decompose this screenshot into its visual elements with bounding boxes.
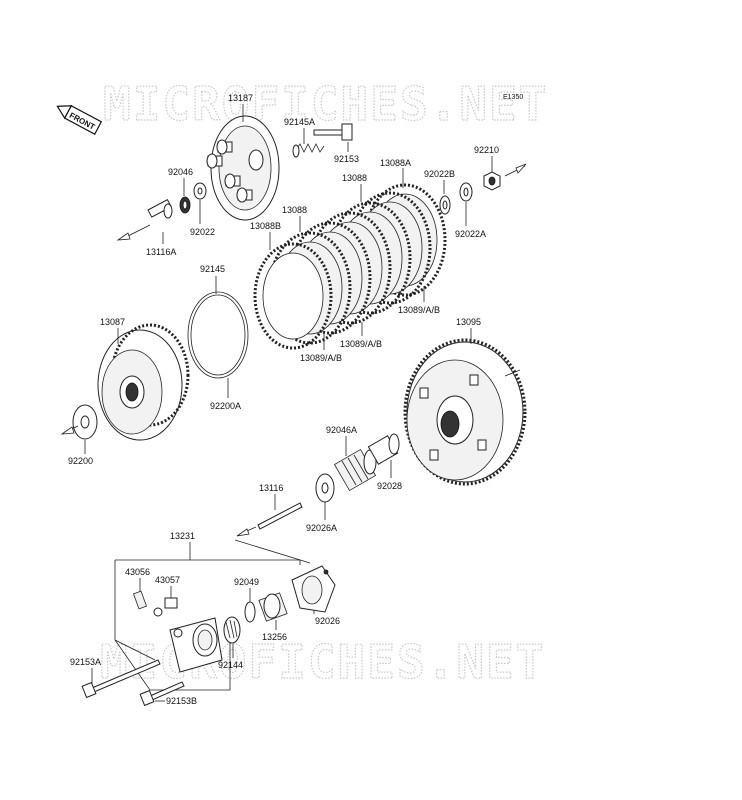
bolt-92153 [313, 123, 353, 141]
label-13089-right: 13089/A/B [398, 305, 440, 315]
label-13088-upper: 13088 [342, 173, 367, 183]
slave-cylinder-bracket [114, 539, 311, 691]
diagram-code: E1350 [503, 94, 523, 101]
pushrod-13116 [236, 502, 303, 537]
washers-92022 [439, 163, 527, 215]
label-13231: 13231 [170, 531, 195, 541]
bolt-92153B [139, 681, 185, 707]
label-92026: 92026 [315, 616, 340, 626]
label-13089-center: 13089/A/B [340, 339, 382, 349]
watermark-bottom: MICROFICHES.NET [100, 635, 545, 689]
slave-cylinder-body [169, 617, 223, 673]
label-13088-middle: 13088 [282, 205, 307, 215]
spring-92145A [292, 143, 325, 158]
label-92153B: 92153B [166, 696, 197, 706]
label-92022B: 92022B [424, 169, 455, 179]
label-13256: 13256 [262, 632, 287, 642]
label-92153: 92153 [334, 154, 359, 164]
clutch-hub-13087 [97, 323, 190, 441]
cap-43057 [153, 597, 178, 617]
label-92200: 92200 [68, 456, 93, 466]
label-92145A: 92145A [284, 117, 315, 127]
label-43056: 43056 [125, 567, 150, 577]
label-92145: 92145 [200, 264, 225, 274]
gasket-92026 [291, 565, 336, 613]
pushrod-13116A [116, 182, 207, 241]
label-92028: 92028 [377, 481, 402, 491]
label-92046: 92046 [168, 167, 193, 177]
label-13087: 13087 [100, 317, 125, 327]
label-92026A: 92026A [306, 523, 337, 533]
pressure-plate [206, 115, 280, 221]
watermark-top: MICROFICHES.NET [103, 77, 548, 131]
piston-13256 [258, 592, 288, 622]
spring-ring-92145 [187, 291, 249, 379]
bearing-92046A [333, 448, 377, 492]
label-92046A: 92046A [326, 425, 357, 435]
label-13116A: 13116A [146, 247, 176, 257]
label-13088B: 13088B [250, 221, 281, 231]
bushing-92028 [367, 433, 400, 465]
label-92049: 92049 [234, 577, 259, 587]
clutch-plate-stack [253, 183, 447, 350]
label-92153A: 92153A [70, 657, 101, 667]
front-arrow-icon: FRONT [56, 105, 103, 135]
label-92210: 92210 [474, 145, 499, 155]
washer-92200 [60, 404, 98, 440]
label-43057: 43057 [155, 575, 180, 585]
label-13187: 13187 [228, 93, 253, 103]
label-13095: 13095 [456, 317, 481, 327]
label-92144: 92144 [218, 660, 243, 670]
clutch-housing-13095 [403, 338, 527, 486]
leader-lines [84, 104, 493, 702]
label-92022A: 92022A [455, 229, 486, 239]
seal-92049 [244, 601, 256, 623]
label-13116: 13116 [259, 483, 283, 493]
label-92022: 92022 [190, 227, 215, 237]
bolt-92153A [81, 659, 161, 699]
seal-92144 [223, 616, 241, 644]
label-13088A: 13088A [380, 158, 411, 168]
bleeder-43056 [132, 590, 148, 610]
label-92200A: 92200A [210, 401, 241, 411]
label-13089-left: 13089/A/B [300, 353, 342, 363]
